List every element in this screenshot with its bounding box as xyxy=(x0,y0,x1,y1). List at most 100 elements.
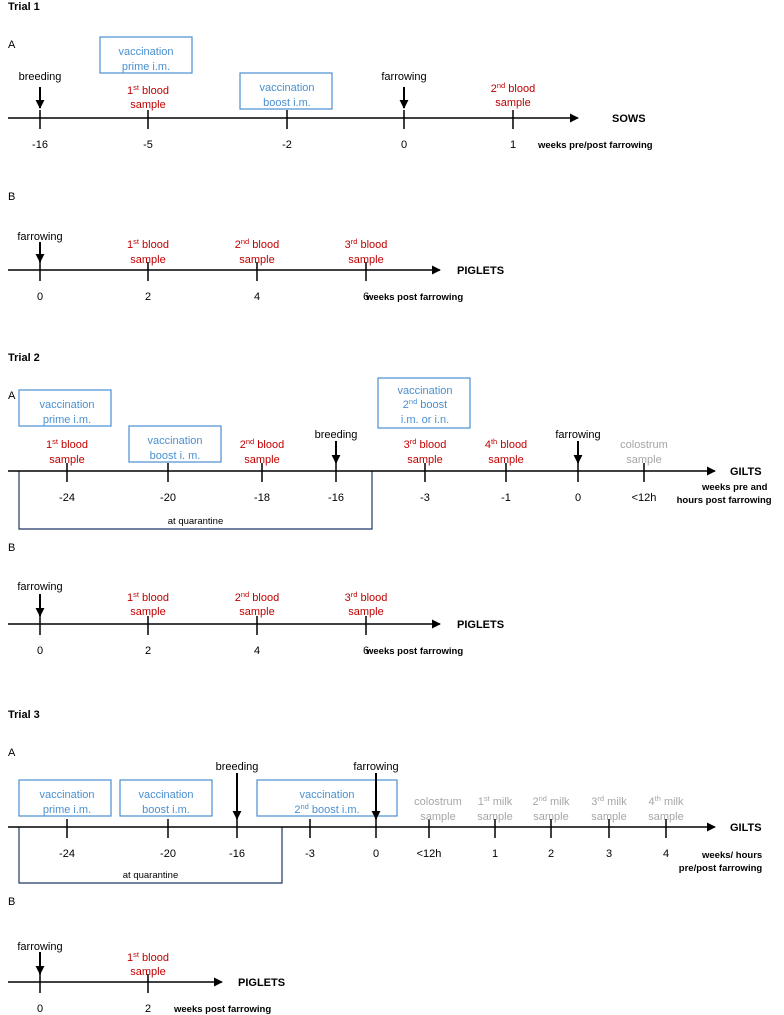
event-label: sample xyxy=(130,966,165,978)
tick-label: -1 xyxy=(501,492,511,504)
vaccination-box-frame xyxy=(119,779,213,817)
event-label: vaccination xyxy=(39,399,94,411)
event-label: colostrum xyxy=(620,439,668,451)
event-label: farrowing xyxy=(17,941,62,953)
event-label: sample xyxy=(49,454,84,466)
panel-label: B xyxy=(8,191,15,203)
blood-event: 3rd blood sample xyxy=(345,237,388,266)
event-event: farrowing xyxy=(17,941,63,975)
vaccination-box-frame xyxy=(239,72,333,110)
quarantine-label: at quarantine xyxy=(123,870,178,881)
trial-title: Trial 2 xyxy=(8,352,40,364)
axis-end-label: GILTS xyxy=(730,466,762,478)
event-label: colostrum xyxy=(414,796,462,808)
event-label: sample xyxy=(348,606,383,618)
quarantine-bracket xyxy=(18,471,373,530)
event-event: breeding xyxy=(315,429,357,464)
tick-label: 0 xyxy=(373,848,379,860)
quarantine-bracket xyxy=(18,827,283,884)
event-label: sample xyxy=(348,254,383,266)
event-event: breeding xyxy=(19,71,62,109)
tick-label: -5 xyxy=(143,139,153,151)
sample-event: 4th milk sample xyxy=(648,794,684,823)
tick-label: -20 xyxy=(160,848,176,860)
tick-label: 6 xyxy=(363,645,369,657)
event-event: breeding xyxy=(216,761,259,820)
vaccination-box-frame xyxy=(18,779,112,817)
tick-label: 2 xyxy=(548,848,554,860)
tick-label: <12h xyxy=(417,848,442,860)
axis-end-label: PIGLETS xyxy=(238,977,285,989)
event-label: breeding xyxy=(19,71,62,83)
tick-label: 1 xyxy=(492,848,498,860)
axis-end-label: SOWS xyxy=(612,113,646,125)
event-label: breeding xyxy=(216,761,259,773)
event-label: 1st blood xyxy=(127,83,169,97)
tick-label: 0 xyxy=(401,139,407,151)
axis-end-label: GILTS xyxy=(730,822,762,834)
tick-label: -3 xyxy=(420,492,430,504)
vaccination-box-frame xyxy=(256,779,398,817)
event-label: 2nd boost i.m. xyxy=(294,802,359,816)
panel-label: A xyxy=(8,747,16,759)
tick-label: 0 xyxy=(37,1003,43,1015)
event-label: sample xyxy=(648,811,683,823)
event-label: 1st blood xyxy=(46,437,88,451)
axis-end-label: PIGLETS xyxy=(457,619,504,631)
event-label: sample xyxy=(244,454,279,466)
event-label: sample xyxy=(591,811,626,823)
axis-unit-label: weeks post farrowing xyxy=(173,1004,271,1015)
event-label: boost i.m. xyxy=(263,97,311,109)
event-event: farrowing xyxy=(381,71,427,109)
tick-label: 0 xyxy=(37,291,43,303)
event-event: farrowing xyxy=(17,231,63,263)
tick-label: -24 xyxy=(59,492,75,504)
event-label: 2nd blood xyxy=(235,237,279,251)
event-label: 3rd blood xyxy=(404,437,447,451)
event-label: 3rd blood xyxy=(345,237,388,251)
event-label: vaccination xyxy=(118,46,173,58)
event-label: 4th milk xyxy=(649,794,684,808)
vaccination-box-frame xyxy=(99,36,193,74)
blood-event: 1st blood sample xyxy=(46,437,88,466)
panel-label: B xyxy=(8,896,15,908)
event-label: vaccination xyxy=(397,385,452,397)
event-label: vaccination xyxy=(39,789,94,801)
tick-label: -16 xyxy=(328,492,344,504)
tick-label: -20 xyxy=(160,492,176,504)
tick-label: 6 xyxy=(363,291,369,303)
trial-title: Trial 3 xyxy=(8,709,40,721)
panel-label: B xyxy=(8,542,15,554)
vaccination-box-frame xyxy=(377,377,471,429)
trial-title: Trial 1 xyxy=(8,1,40,13)
event-label: vaccination xyxy=(147,435,202,447)
event-label: vaccination xyxy=(138,789,193,801)
vaccination-box-frame xyxy=(128,425,222,463)
event-label: farrowing xyxy=(353,761,398,773)
event-label: farrowing xyxy=(381,71,426,83)
